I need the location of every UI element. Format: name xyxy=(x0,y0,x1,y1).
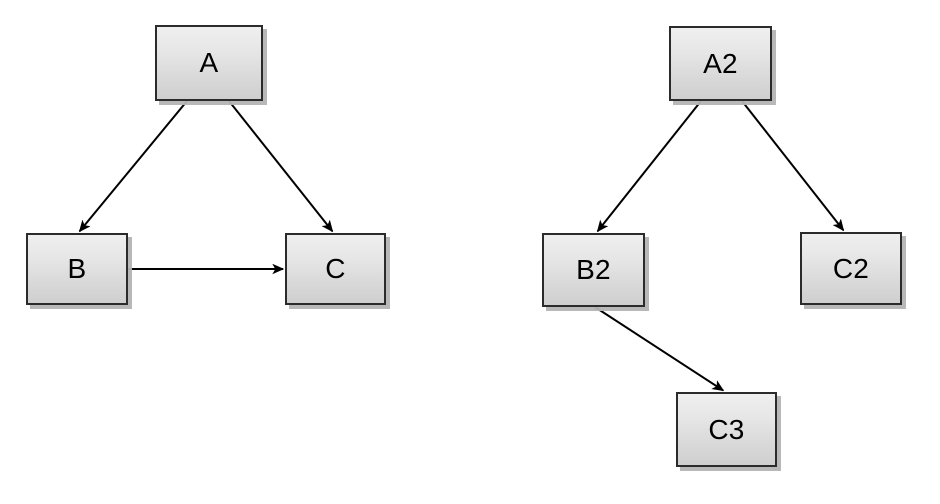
node-c2[interactable]: C2 xyxy=(800,232,902,305)
node-b2-label: B2 xyxy=(576,254,611,285)
node-a-label: A xyxy=(199,47,219,78)
node-b[interactable]: B xyxy=(26,233,128,305)
node-c[interactable]: C xyxy=(285,233,386,305)
edge-b2-c3 xyxy=(594,306,723,392)
node-c2-label: C2 xyxy=(832,252,870,284)
edge-a-c xyxy=(228,100,334,231)
edge-a-b xyxy=(80,100,188,231)
node-a[interactable]: A xyxy=(155,25,263,101)
node-b2[interactable]: B2 xyxy=(542,233,645,307)
node-c-label: C xyxy=(325,253,346,284)
node-a2[interactable]: A2 xyxy=(669,26,772,101)
node-a2-label: A2 xyxy=(703,47,738,79)
node-c3[interactable]: C3 xyxy=(676,392,777,467)
node-b-label: B xyxy=(67,253,87,284)
edge-a2-c2 xyxy=(741,100,845,230)
node-c3-label: C3 xyxy=(708,413,745,445)
edge-a2-b2 xyxy=(596,100,702,231)
